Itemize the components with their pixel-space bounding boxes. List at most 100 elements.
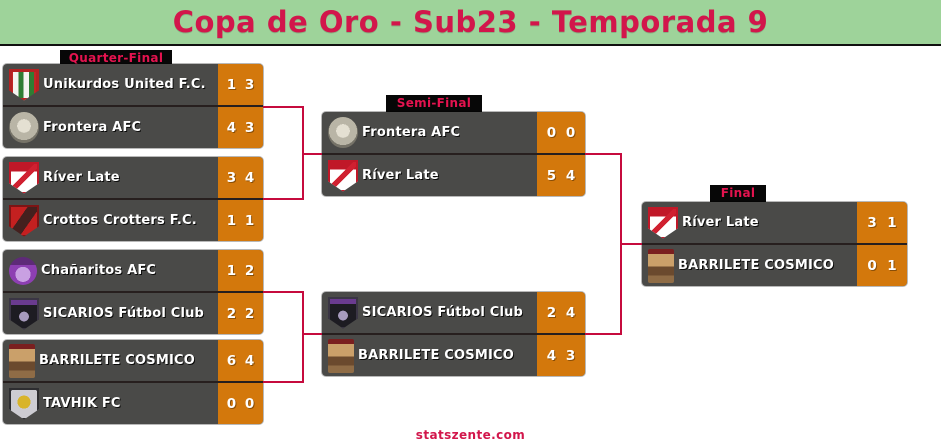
score-cell: 1 3	[218, 64, 263, 105]
team-name: SICARIOS Fútbol Club	[43, 306, 205, 321]
barrilete-crest-icon	[648, 248, 674, 283]
score-cell: 1 1	[218, 200, 263, 241]
connector-line	[585, 333, 622, 335]
leg2-score: 0	[244, 395, 255, 412]
leg1-score: 3	[226, 169, 237, 186]
score-cell: 3 4	[218, 157, 263, 198]
team-row: Unikurdos United F.C. 1 3	[3, 64, 263, 105]
team-row: Ríver Late 5 4	[322, 153, 585, 196]
leg2-score: 1	[887, 214, 897, 231]
team-row: Frontera AFC 4 3	[3, 105, 263, 148]
river-late-crest-icon	[9, 161, 39, 194]
connector-line	[302, 333, 322, 335]
score-cell: 6 4	[218, 340, 263, 381]
team-name: Frontera AFC	[43, 120, 142, 135]
frontera-crest-icon	[328, 117, 358, 148]
score-cell: 0 0	[537, 112, 585, 153]
team-name: Ríver Late	[362, 168, 439, 183]
team-name: SICARIOS Fútbol Club	[362, 305, 524, 320]
unikurdos-crest-icon	[9, 68, 39, 101]
team-name: BARRILETE COSMICO	[678, 258, 834, 273]
team-name: Crottos Crotters F.C.	[43, 213, 197, 228]
leg2-score: 3	[244, 76, 255, 93]
leg2-score: 4	[244, 169, 255, 186]
score-cell: 1 2	[218, 250, 263, 291]
connector-line	[585, 153, 622, 155]
sicarios-crest-icon	[9, 297, 39, 330]
connector-line	[263, 198, 302, 200]
team-name: Frontera AFC	[362, 125, 461, 140]
team-name: Chañaritos AFC	[41, 263, 157, 278]
page-title: Copa de Oro - Sub23 - Temporada 9	[172, 5, 769, 39]
leg2-score: 1	[887, 257, 897, 274]
connector-line	[302, 291, 304, 383]
team-name: Unikurdos United F.C.	[43, 77, 206, 92]
barrilete-crest-icon	[328, 338, 354, 373]
connector-line	[302, 153, 322, 155]
leg1-score: 2	[546, 304, 557, 321]
leg1-score: 5	[546, 167, 557, 184]
team-row: BARRILETE COSMICO 6 4	[3, 340, 263, 381]
match-box-qf-4: BARRILETE COSMICO 6 4 TAVHIK FC 0 0	[3, 340, 263, 424]
team-name: TAVHIK FC	[43, 396, 121, 411]
round-label-final: Final	[710, 185, 766, 203]
round-label-semi-final: Semi-Final	[386, 95, 482, 113]
leg1-score: 4	[546, 347, 557, 364]
connector-line	[263, 106, 302, 108]
match-box-sf-1: Frontera AFC 0 0 Ríver Late 5 4	[322, 112, 585, 196]
score-cell: 4 3	[537, 335, 585, 376]
frontera-crest-icon	[9, 112, 39, 143]
leg1-score: 1	[226, 262, 237, 279]
team-name: BARRILETE COSMICO	[39, 353, 195, 368]
team-row: Crottos Crotters F.C. 1 1	[3, 198, 263, 241]
leg1-score: 0	[867, 257, 877, 274]
match-box-sf-2: SICARIOS Fútbol Club 2 4 BARRILETE COSMI…	[322, 292, 585, 376]
river-late-crest-icon	[328, 159, 358, 192]
team-name: Ríver Late	[682, 215, 759, 230]
leg2-score: 2	[244, 262, 255, 279]
team-name: BARRILETE COSMICO	[358, 348, 514, 363]
score-cell: 4 3	[218, 107, 263, 148]
barrilete-crest-icon	[9, 343, 35, 378]
connector-line	[263, 381, 302, 383]
score-cell: 0 0	[218, 383, 263, 424]
chanaritos-crest-icon	[9, 256, 37, 285]
connector-line	[620, 243, 642, 245]
score-cell: 5 4	[537, 155, 585, 196]
team-row: Frontera AFC 0 0	[322, 112, 585, 153]
tavhik-crest-icon	[9, 387, 39, 420]
score-cell: 2 4	[537, 292, 585, 333]
leg1-score: 6	[226, 352, 237, 369]
match-box-final: Ríver Late 3 1 BARRILETE COSMICO 0 1	[642, 202, 907, 286]
leg2-score: 1	[244, 212, 255, 229]
site-link[interactable]: statszente.com	[415, 428, 526, 440]
leg2-score: 0	[565, 124, 576, 141]
leg1-score: 1	[226, 212, 237, 229]
team-row: Chañaritos AFC 1 2	[3, 250, 263, 291]
team-row: TAVHIK FC 0 0	[3, 381, 263, 424]
header-bar: Copa de Oro - Sub23 - Temporada 9	[0, 0, 941, 46]
river-late-crest-icon	[648, 206, 678, 239]
sicarios-crest-icon	[328, 296, 358, 329]
team-row: SICARIOS Fútbol Club 2 4	[322, 292, 585, 333]
crottos-crest-icon	[9, 204, 39, 237]
leg1-score: 0	[226, 395, 237, 412]
leg1-score: 2	[226, 305, 237, 322]
score-cell: 0 1	[857, 245, 907, 286]
leg2-score: 4	[565, 167, 576, 184]
leg1-score: 4	[226, 119, 237, 136]
team-row: BARRILETE COSMICO 0 1	[642, 243, 907, 286]
team-row: Ríver Late 3 1	[642, 202, 907, 243]
score-cell: 3 1	[857, 202, 907, 243]
footer: statszente.com	[0, 424, 941, 440]
leg2-score: 3	[565, 347, 576, 364]
score-cell: 2 2	[218, 293, 263, 334]
match-box-qf-2: Ríver Late 3 4 Crottos Crotters F.C. 1 1	[3, 157, 263, 241]
team-row: SICARIOS Fútbol Club 2 2	[3, 291, 263, 334]
team-name: Ríver Late	[43, 170, 120, 185]
match-box-qf-3: Chañaritos AFC 1 2 SICARIOS Fútbol Club …	[3, 250, 263, 334]
leg1-score: 3	[867, 214, 877, 231]
leg2-score: 2	[244, 305, 255, 322]
match-box-qf-1: Unikurdos United F.C. 1 3 Frontera AFC 4…	[3, 64, 263, 148]
